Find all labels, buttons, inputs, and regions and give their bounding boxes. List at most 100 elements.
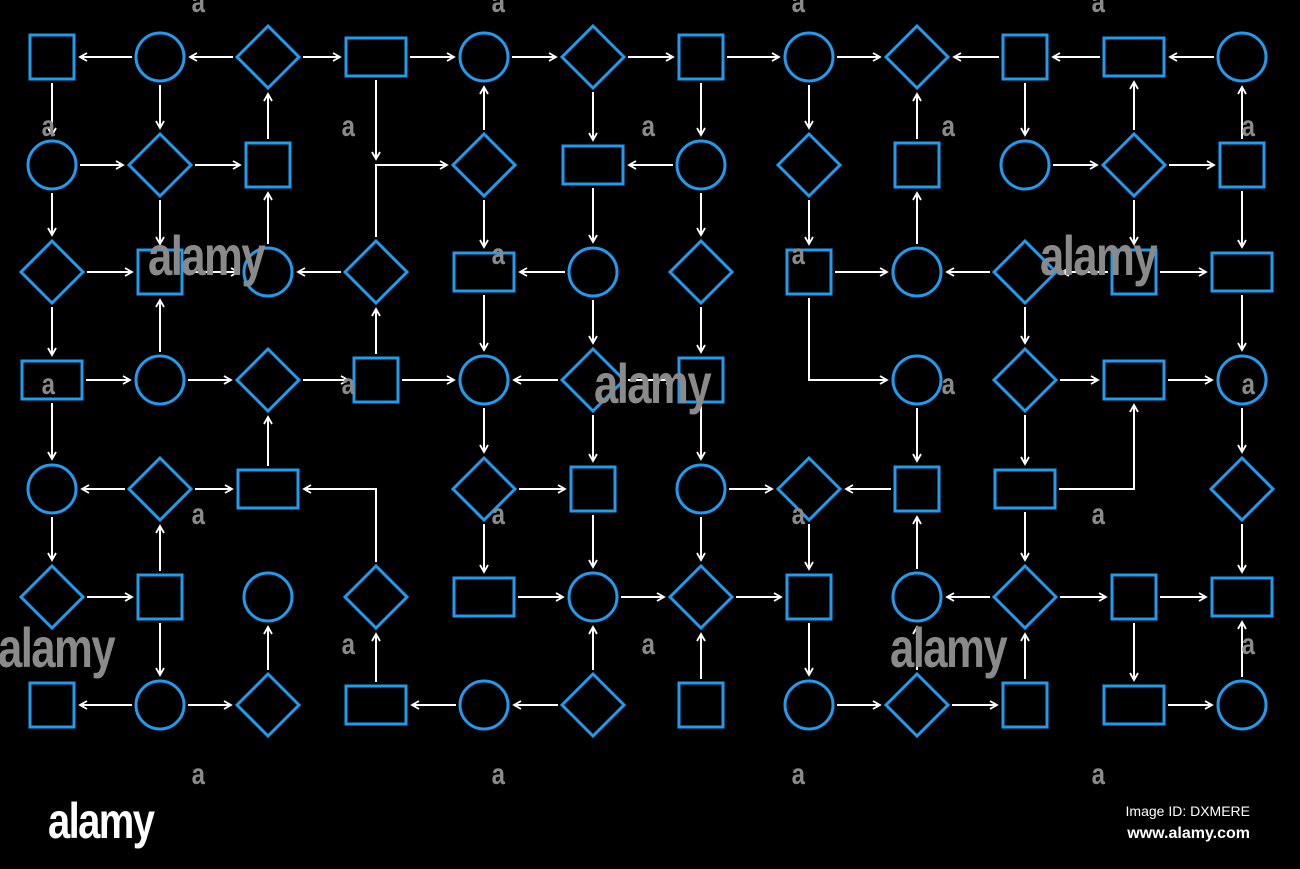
process-node: [344, 684, 408, 726]
process-node: [20, 359, 84, 401]
process-node: [1102, 36, 1166, 78]
circle-node: [458, 354, 510, 406]
decision-node: [18, 563, 86, 631]
circle-node: [1216, 354, 1268, 406]
watermark-mark: a: [941, 110, 956, 143]
watermark-mark: a: [41, 110, 56, 143]
process-node: [1210, 576, 1274, 618]
circle-node: [242, 246, 294, 298]
circle-node: [458, 679, 510, 731]
circle-node: [891, 571, 943, 623]
circle-node: [999, 139, 1051, 191]
decision-node: [342, 563, 410, 631]
elbow-connector: [375, 160, 449, 237]
watermark-mark: a: [491, 758, 506, 791]
decision-node: [126, 455, 194, 523]
image-id-label: Image ID: DXMERE: [1125, 803, 1250, 819]
watermark-mark: a: [641, 628, 656, 661]
arrows-layer: [47, 52, 1247, 710]
decision-node: [991, 563, 1059, 631]
watermark-mark: a: [791, 758, 806, 791]
alamy-logo: alamy: [48, 793, 155, 849]
process-node: [1210, 251, 1274, 293]
decision-node: [559, 23, 627, 91]
watermark-brand: alamy: [1040, 224, 1158, 287]
circle-node: [783, 679, 835, 731]
circle-node: [1216, 679, 1268, 731]
watermark-mark: a: [791, 498, 806, 531]
watermark-mark: a: [491, 238, 506, 271]
watermark-mark: a: [341, 368, 356, 401]
square-node: [1001, 681, 1049, 729]
decision-node: [559, 346, 627, 414]
decision-node: [450, 455, 518, 523]
square-node: [677, 681, 725, 729]
square-node: [28, 33, 76, 81]
circle-node: [26, 463, 78, 515]
square-node: [677, 33, 725, 81]
decision-node: [1100, 131, 1168, 199]
watermark-mark: a: [941, 368, 956, 401]
circle-node: [567, 246, 619, 298]
watermark-mark: a: [791, 238, 806, 271]
process-node: [1102, 359, 1166, 401]
watermark-mark: a: [791, 0, 806, 19]
decision-node: [775, 131, 843, 199]
square-node: [1218, 141, 1266, 189]
process-node: [452, 576, 516, 618]
shapes-layer: [18, 23, 1276, 739]
circle-node: [134, 679, 186, 731]
watermark-mark: a: [641, 110, 656, 143]
square-node: [893, 465, 941, 513]
decision-node: [342, 238, 410, 306]
square-node: [244, 141, 292, 189]
decision-node: [775, 455, 843, 523]
elbow-connector: [808, 298, 889, 385]
site-url-link[interactable]: www.alamy.com: [1127, 825, 1250, 842]
square-node: [1110, 573, 1158, 621]
elbow-connector: [1059, 403, 1139, 490]
process-node: [993, 468, 1057, 510]
process-node: [344, 36, 408, 78]
watermark-mark: a: [1241, 628, 1256, 661]
watermark-mark: a: [341, 110, 356, 143]
decision-node: [234, 346, 302, 414]
decision-node: [883, 671, 951, 739]
watermark-mark: a: [1241, 110, 1256, 143]
watermark-mark: a: [491, 0, 506, 19]
square-node: [785, 573, 833, 621]
square-node: [136, 248, 184, 296]
process-node: [1102, 684, 1166, 726]
watermark-brand: alamy: [0, 616, 116, 679]
circle-node: [783, 31, 835, 83]
decision-node: [667, 563, 735, 631]
watermark-brand: alamy: [148, 224, 266, 287]
circle-node: [134, 354, 186, 406]
square-node: [136, 573, 184, 621]
decision-node: [234, 671, 302, 739]
watermark-brand: alamy: [890, 616, 1008, 679]
circle-node: [675, 139, 727, 191]
watermark-brand: alamy: [594, 352, 712, 415]
watermark-mark: a: [1091, 758, 1106, 791]
decision-node: [126, 131, 194, 199]
decision-node: [883, 23, 951, 91]
watermark-mark: a: [1091, 0, 1106, 19]
decision-node: [991, 346, 1059, 414]
square-node: [28, 681, 76, 729]
circle-node: [26, 139, 78, 191]
decision-node: [667, 238, 735, 306]
decision-node: [1208, 455, 1276, 523]
decision-node: [991, 238, 1059, 306]
watermark-mark: a: [191, 758, 206, 791]
square-node: [677, 356, 725, 404]
decision-node: [18, 238, 86, 306]
watermark-mark: a: [341, 628, 356, 661]
process-node: [561, 144, 625, 186]
square-node: [893, 141, 941, 189]
circle-node: [1216, 31, 1268, 83]
watermark-mark: a: [191, 0, 206, 19]
circle-node: [891, 246, 943, 298]
decision-node: [450, 131, 518, 199]
